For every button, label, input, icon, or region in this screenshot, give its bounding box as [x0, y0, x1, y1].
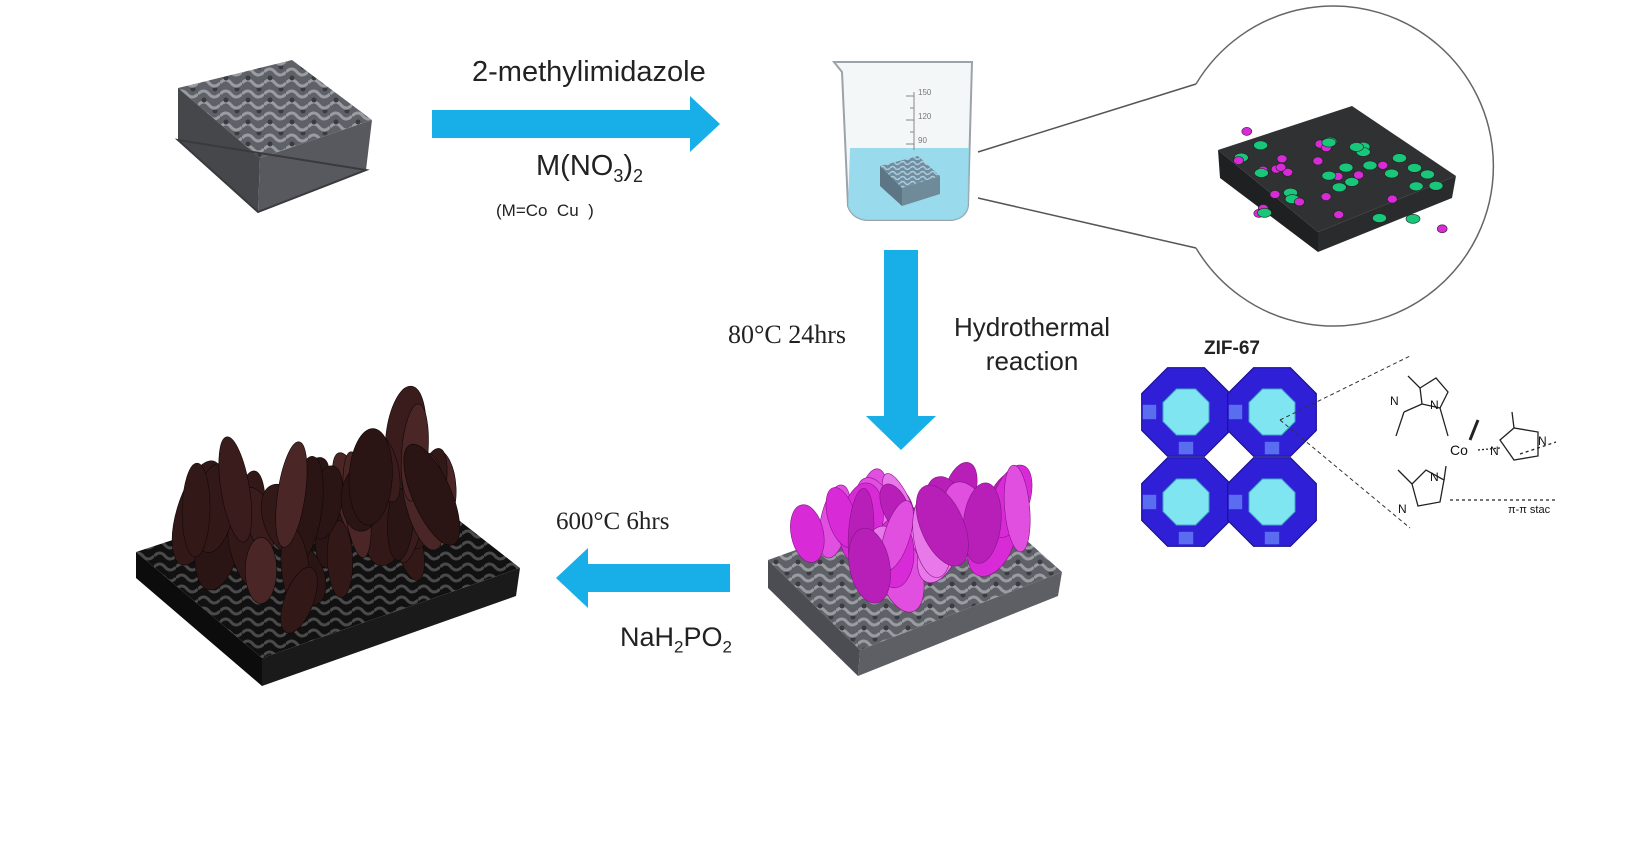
crystal — [1362, 160, 1378, 171]
crystal — [1428, 181, 1444, 191]
zif-square-face — [1228, 494, 1243, 510]
crystal — [1333, 210, 1344, 219]
dark-leaf — [275, 441, 308, 548]
dark-leaf — [348, 428, 393, 526]
zif-hex-face — [1162, 478, 1210, 526]
raw-foam — [174, 60, 372, 214]
atom-n5: N — [1430, 470, 1439, 484]
zif-hex-face — [1162, 388, 1210, 436]
crystal — [1321, 170, 1337, 181]
zif-square-face — [1178, 441, 1194, 455]
crystal — [1405, 214, 1421, 224]
arrow-hydrothermal — [866, 250, 936, 450]
reagent-2mim: 2-methylimidazole — [472, 56, 706, 88]
crystal — [1338, 162, 1354, 173]
crystal — [1384, 168, 1399, 179]
crystal — [1294, 197, 1305, 207]
atom-n1: N — [1430, 398, 1439, 412]
pink-leaves — [790, 462, 1033, 613]
crystal — [1408, 181, 1424, 192]
atom-n3: N — [1490, 444, 1499, 458]
hydrothermal-conditions: 80°C 24hrs — [728, 320, 847, 349]
pink-leaf — [790, 504, 825, 563]
zoom-callout — [977, 5, 1495, 327]
crystal — [1275, 163, 1287, 172]
crystal — [1254, 168, 1269, 178]
crystal-group — [1233, 127, 1448, 234]
zif-hex-face — [1248, 388, 1296, 436]
atom-n4: N — [1538, 434, 1547, 448]
beaker-tick-150: 150 — [918, 88, 932, 97]
co-imidazole-molecule — [1395, 375, 1557, 507]
crystal — [1276, 154, 1288, 164]
hydrothermal-line2: reaction — [985, 346, 1079, 376]
crystal — [1349, 142, 1364, 152]
crystal — [1353, 170, 1364, 180]
calcination-conditions: 600°C 6hrs — [556, 508, 670, 535]
crystal — [1241, 127, 1253, 136]
crystal — [1387, 194, 1398, 204]
dark-leaf — [244, 537, 277, 604]
crystal — [1321, 137, 1337, 148]
zif-square-face — [1264, 441, 1280, 455]
crystal — [1377, 161, 1389, 170]
dark-leaf — [280, 566, 318, 634]
dark-leaf — [326, 520, 354, 598]
reagent-metal-nitrate: M(NO3)2 — [536, 150, 644, 186]
dark-leaf — [218, 436, 253, 543]
arrow-reagents — [432, 96, 720, 152]
beaker — [831, 61, 974, 221]
zif67-title: ZIF-67 — [1204, 338, 1260, 359]
crystal — [1407, 163, 1422, 173]
pink-leaf — [848, 527, 891, 604]
crystal — [1320, 192, 1332, 201]
zif-square-face — [1264, 531, 1280, 545]
hydrothermal-label: Hydrothermal reaction — [954, 310, 1110, 378]
reagent-metal-note: (M=Co Cu ) — [496, 201, 594, 220]
crystal — [1420, 169, 1435, 180]
dark-leaf — [181, 462, 211, 558]
atom-co: Co — [1450, 442, 1468, 458]
atom-n6: N — [1398, 502, 1407, 516]
beaker-tick-90: 90 — [918, 136, 927, 145]
pink-leaf — [915, 484, 969, 567]
zif67-structure — [1141, 355, 1411, 547]
crystal — [1269, 190, 1281, 199]
pink-leaf — [1003, 464, 1031, 553]
crystal — [1257, 208, 1272, 218]
dark-leaves — [171, 385, 461, 634]
zif-hex-face — [1248, 478, 1296, 526]
crystal — [1282, 168, 1293, 177]
atom-n2: N — [1390, 394, 1399, 408]
hydrothermal-line1: Hydrothermal — [954, 312, 1111, 342]
arrow-phosphidation — [556, 548, 730, 608]
crystal — [1332, 182, 1347, 193]
pi-stacking-label: π-π stac — [1508, 504, 1551, 516]
crystal — [1233, 156, 1244, 165]
crystal — [1312, 156, 1324, 166]
crystal — [1436, 224, 1448, 234]
zif-seeded-foam — [1218, 106, 1456, 252]
crystal — [1253, 140, 1268, 151]
zif-square-face — [1142, 494, 1157, 510]
dark-leaf — [403, 443, 461, 546]
crystal — [1392, 153, 1407, 163]
zif-square-face — [1228, 404, 1243, 420]
phosphorus-source: NaH2PO2 — [620, 622, 732, 657]
beaker-tick-120: 120 — [918, 112, 932, 121]
crystal — [1372, 213, 1387, 223]
zif-square-face — [1178, 531, 1194, 545]
zif-square-face — [1142, 404, 1157, 420]
crystal — [1344, 177, 1360, 187]
